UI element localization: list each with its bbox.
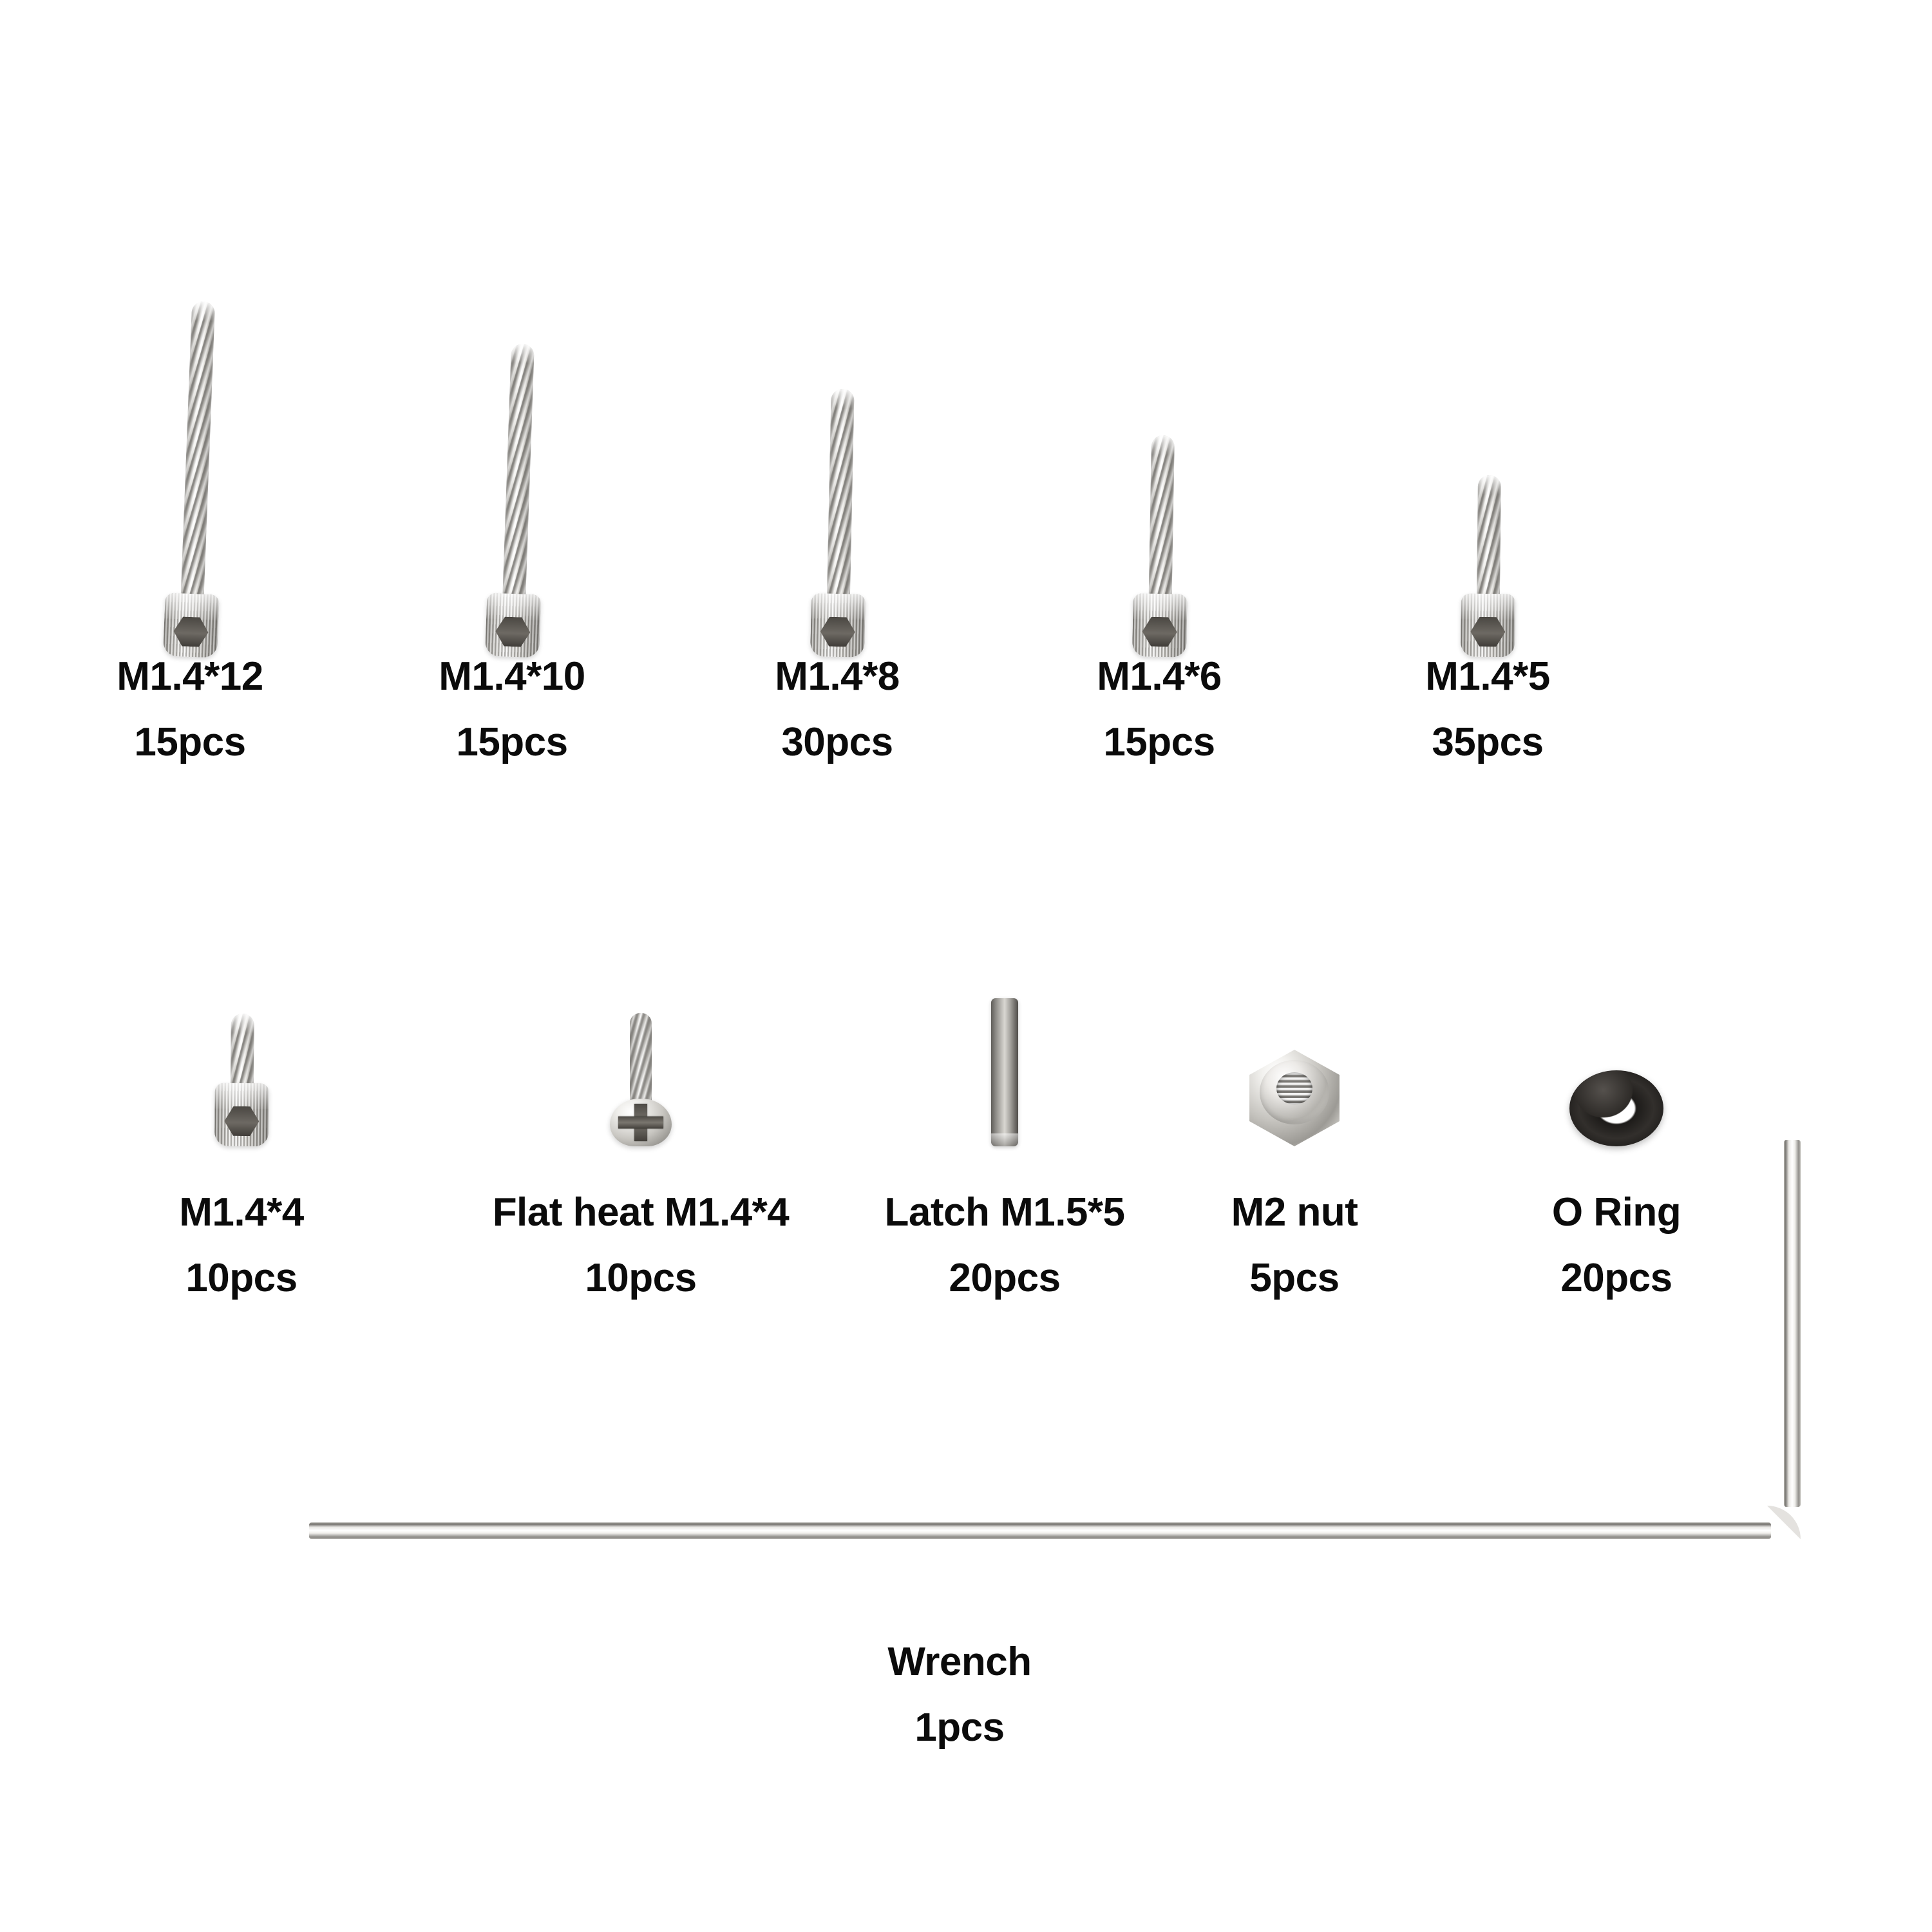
item-quantity: 20pcs: [1560, 1256, 1672, 1300]
kit-item-m1-4x8: M1.4*8 30pcs: [702, 245, 972, 762]
screw-head: [810, 593, 866, 658]
screw-illustration-flat-head: [451, 953, 831, 1146]
screw-shank: [502, 343, 535, 602]
screw-illustration-m1-4x12: [55, 243, 325, 658]
screw-shank: [826, 388, 855, 602]
screw-shank: [630, 1013, 652, 1106]
item-name: O Ring: [1551, 1190, 1681, 1235]
hex-key-wrench-icon: [309, 1140, 1835, 1584]
screw-head: [214, 1083, 269, 1147]
item-name: M1.4*6: [1097, 654, 1222, 699]
screw-head: [485, 592, 542, 658]
item-name: M1.4*12: [117, 654, 263, 699]
lock-nut-illustration: [1179, 953, 1410, 1146]
kit-item-m1-4x12: M1.4*12 15pcs: [55, 245, 325, 762]
item-quantity: 20pcs: [949, 1256, 1061, 1300]
socket-head-cap-screw-icon: [473, 243, 565, 658]
hex-socket-recess: [173, 616, 209, 647]
o-ring-illustration: [1501, 953, 1732, 1146]
dowel-pin-illustration: [844, 953, 1166, 1146]
item-caption: Latch M1.5*5 20pcs: [884, 1190, 1125, 1300]
item-caption: O Ring 20pcs: [1552, 1193, 1681, 1298]
item-caption: Flat heat M1.4*4 10pcs: [493, 1193, 790, 1298]
wrench-long-arm: [309, 1522, 1771, 1539]
item-name: Wrench: [887, 1640, 1032, 1684]
item-caption: Wrench 1pcs: [887, 1640, 1032, 1750]
item-name: M1.4*4: [179, 1190, 304, 1235]
item-quantity: 30pcs: [781, 720, 893, 764]
phillips-pan-head-screw-icon: [602, 953, 679, 1146]
screw-head: [1461, 593, 1516, 658]
item-quantity: 35pcs: [1432, 720, 1544, 764]
item-name: M1.4*10: [439, 654, 585, 699]
socket-head-cap-screw-icon: [799, 244, 884, 658]
screw-illustration-m1-4x4: [161, 952, 322, 1147]
nut-threaded-bore: [1276, 1072, 1312, 1104]
item-caption: M1.4*4 10pcs: [179, 1190, 304, 1300]
screw-shank: [1476, 475, 1501, 602]
item-name: Latch M1.5*5: [884, 1190, 1125, 1235]
screw-shank: [1148, 435, 1175, 602]
item-quantity: 10pcs: [585, 1256, 697, 1300]
screw-head: [163, 592, 220, 658]
item-quantity: 15pcs: [1103, 720, 1215, 764]
screw-illustration-m1-4x10: [377, 243, 647, 658]
screw-illustration-m1-4x6: [1024, 244, 1294, 658]
item-caption: M1.4*5 35pcs: [1425, 654, 1550, 764]
hex-socket-recess: [495, 616, 531, 647]
item-caption: M1.4*12 15pcs: [117, 657, 263, 762]
item-caption: M1.4*10 15pcs: [439, 657, 585, 762]
item-name: Flat heat M1.4*4: [492, 1190, 790, 1235]
kit-item-m1-4x5: M1.4*5 35pcs: [1352, 245, 1623, 762]
kit-item-m1-4x10: M1.4*10 15pcs: [377, 245, 647, 762]
screw-shank: [180, 301, 216, 602]
o-ring-icon: [1569, 1070, 1663, 1146]
screw-head: [1132, 593, 1188, 658]
socket-head-cap-screw-icon: [1449, 244, 1531, 658]
socket-head-cap-screw-icon: [151, 243, 244, 658]
kit-item-latch-m1-5x5: Latch M1.5*5 20pcs: [844, 953, 1166, 1298]
wrench-elbow-bend: [1767, 1506, 1801, 1539]
wrench-short-arm: [1784, 1140, 1801, 1507]
item-name: M2 nut: [1231, 1190, 1358, 1235]
item-caption: M2 nut 5pcs: [1231, 1193, 1358, 1298]
item-quantity: 5pcs: [1249, 1256, 1340, 1300]
item-quantity: 1pcs: [914, 1705, 1005, 1750]
kit-item-flat-head-m1-4x4: Flat heat M1.4*4 10pcs: [451, 953, 831, 1298]
latch-pin-icon: [991, 998, 1018, 1146]
pan-head: [610, 1099, 672, 1146]
socket-head-cap-screw-icon: [1121, 244, 1205, 658]
item-name: M1.4*5: [1425, 654, 1550, 699]
kit-item-m1-4x4: M1.4*4 10pcs: [161, 953, 322, 1298]
item-quantity: 10pcs: [185, 1256, 298, 1300]
hex-socket-recess: [1470, 617, 1505, 647]
screw-illustration-m1-4x8: [702, 244, 972, 658]
screw-illustration-m1-4x5: [1352, 244, 1623, 658]
hex-socket-recess: [820, 616, 855, 647]
screw-shank: [230, 1013, 254, 1092]
item-name: M1.4*8: [775, 654, 900, 699]
hex-socket-recess: [1142, 617, 1177, 647]
kit-item-o-ring: O Ring 20pcs: [1501, 953, 1732, 1298]
nylon-lock-nut-icon: [1245, 1050, 1343, 1146]
kit-item-wrench: Wrench 1pcs: [760, 1642, 1159, 1748]
kit-item-m2-nut: M2 nut 5pcs: [1179, 953, 1410, 1298]
item-quantity: 15pcs: [456, 720, 568, 764]
item-quantity: 15pcs: [134, 720, 246, 764]
kit-item-m1-4x6: M1.4*6 15pcs: [1024, 245, 1294, 762]
item-caption: M1.4*8 30pcs: [775, 654, 900, 764]
item-caption: M1.4*6 15pcs: [1097, 654, 1222, 764]
hex-socket-recess: [224, 1106, 259, 1136]
socket-head-cap-screw-icon: [203, 952, 282, 1147]
phillips-recess-horizontal: [618, 1116, 663, 1129]
